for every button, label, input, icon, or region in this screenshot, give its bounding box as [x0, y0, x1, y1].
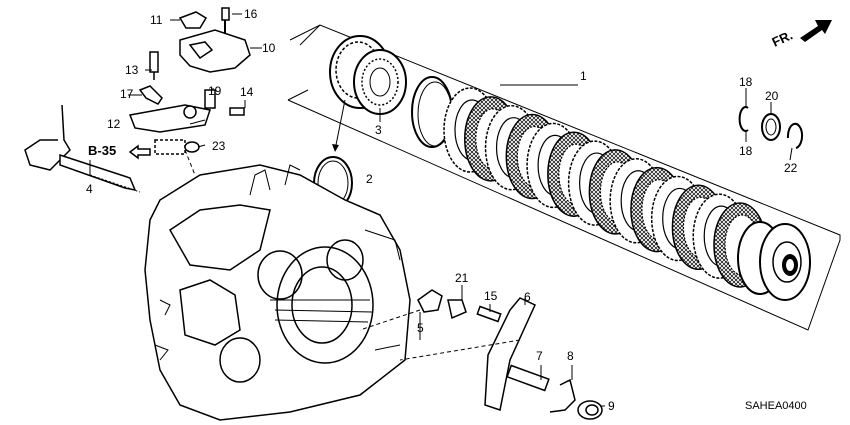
parking-parts	[417, 289, 603, 420]
clutch-drum-part-3	[329, 35, 407, 115]
callout-20: 20	[765, 89, 779, 103]
callout-11: 11	[150, 13, 163, 27]
callout-21: 21	[455, 271, 469, 285]
callout-6: 6	[524, 290, 531, 304]
clutch-discs	[443, 87, 767, 288]
callout-18-bottom: 18	[739, 144, 753, 158]
callout-22: 22	[784, 161, 798, 175]
callout-13: 13	[125, 63, 139, 77]
callout-17: 17	[120, 87, 134, 101]
callout-10: 10	[262, 41, 276, 55]
callout-23: 23	[212, 139, 226, 153]
callout-14: 14	[240, 85, 254, 99]
diagram-code: SAHEA0400	[745, 400, 807, 412]
callout-1: 1	[580, 69, 587, 83]
b35-reference-arrow-icon	[128, 144, 151, 160]
b35-reference-label: B-35	[88, 143, 117, 158]
selector-assembly	[24, 7, 251, 193]
callout-15: 15	[484, 289, 498, 303]
callout-18-top: 18	[739, 75, 753, 89]
callout-7: 7	[536, 349, 543, 363]
callout-2: 2	[366, 172, 373, 186]
front-direction-arrow-icon	[800, 20, 832, 42]
callout-19: 19	[208, 84, 222, 98]
callout-16: 16	[244, 7, 258, 21]
callout-4: 4	[86, 182, 93, 196]
callout-12: 12	[107, 117, 121, 131]
callout-5: 5	[417, 321, 424, 335]
callout-8: 8	[567, 349, 574, 363]
callout-9: 9	[608, 399, 615, 413]
transmission-case	[144, 164, 411, 421]
clutch-hub	[737, 221, 811, 301]
callout-3: 3	[375, 123, 382, 137]
clutch-pack-frame	[287, 24, 841, 331]
